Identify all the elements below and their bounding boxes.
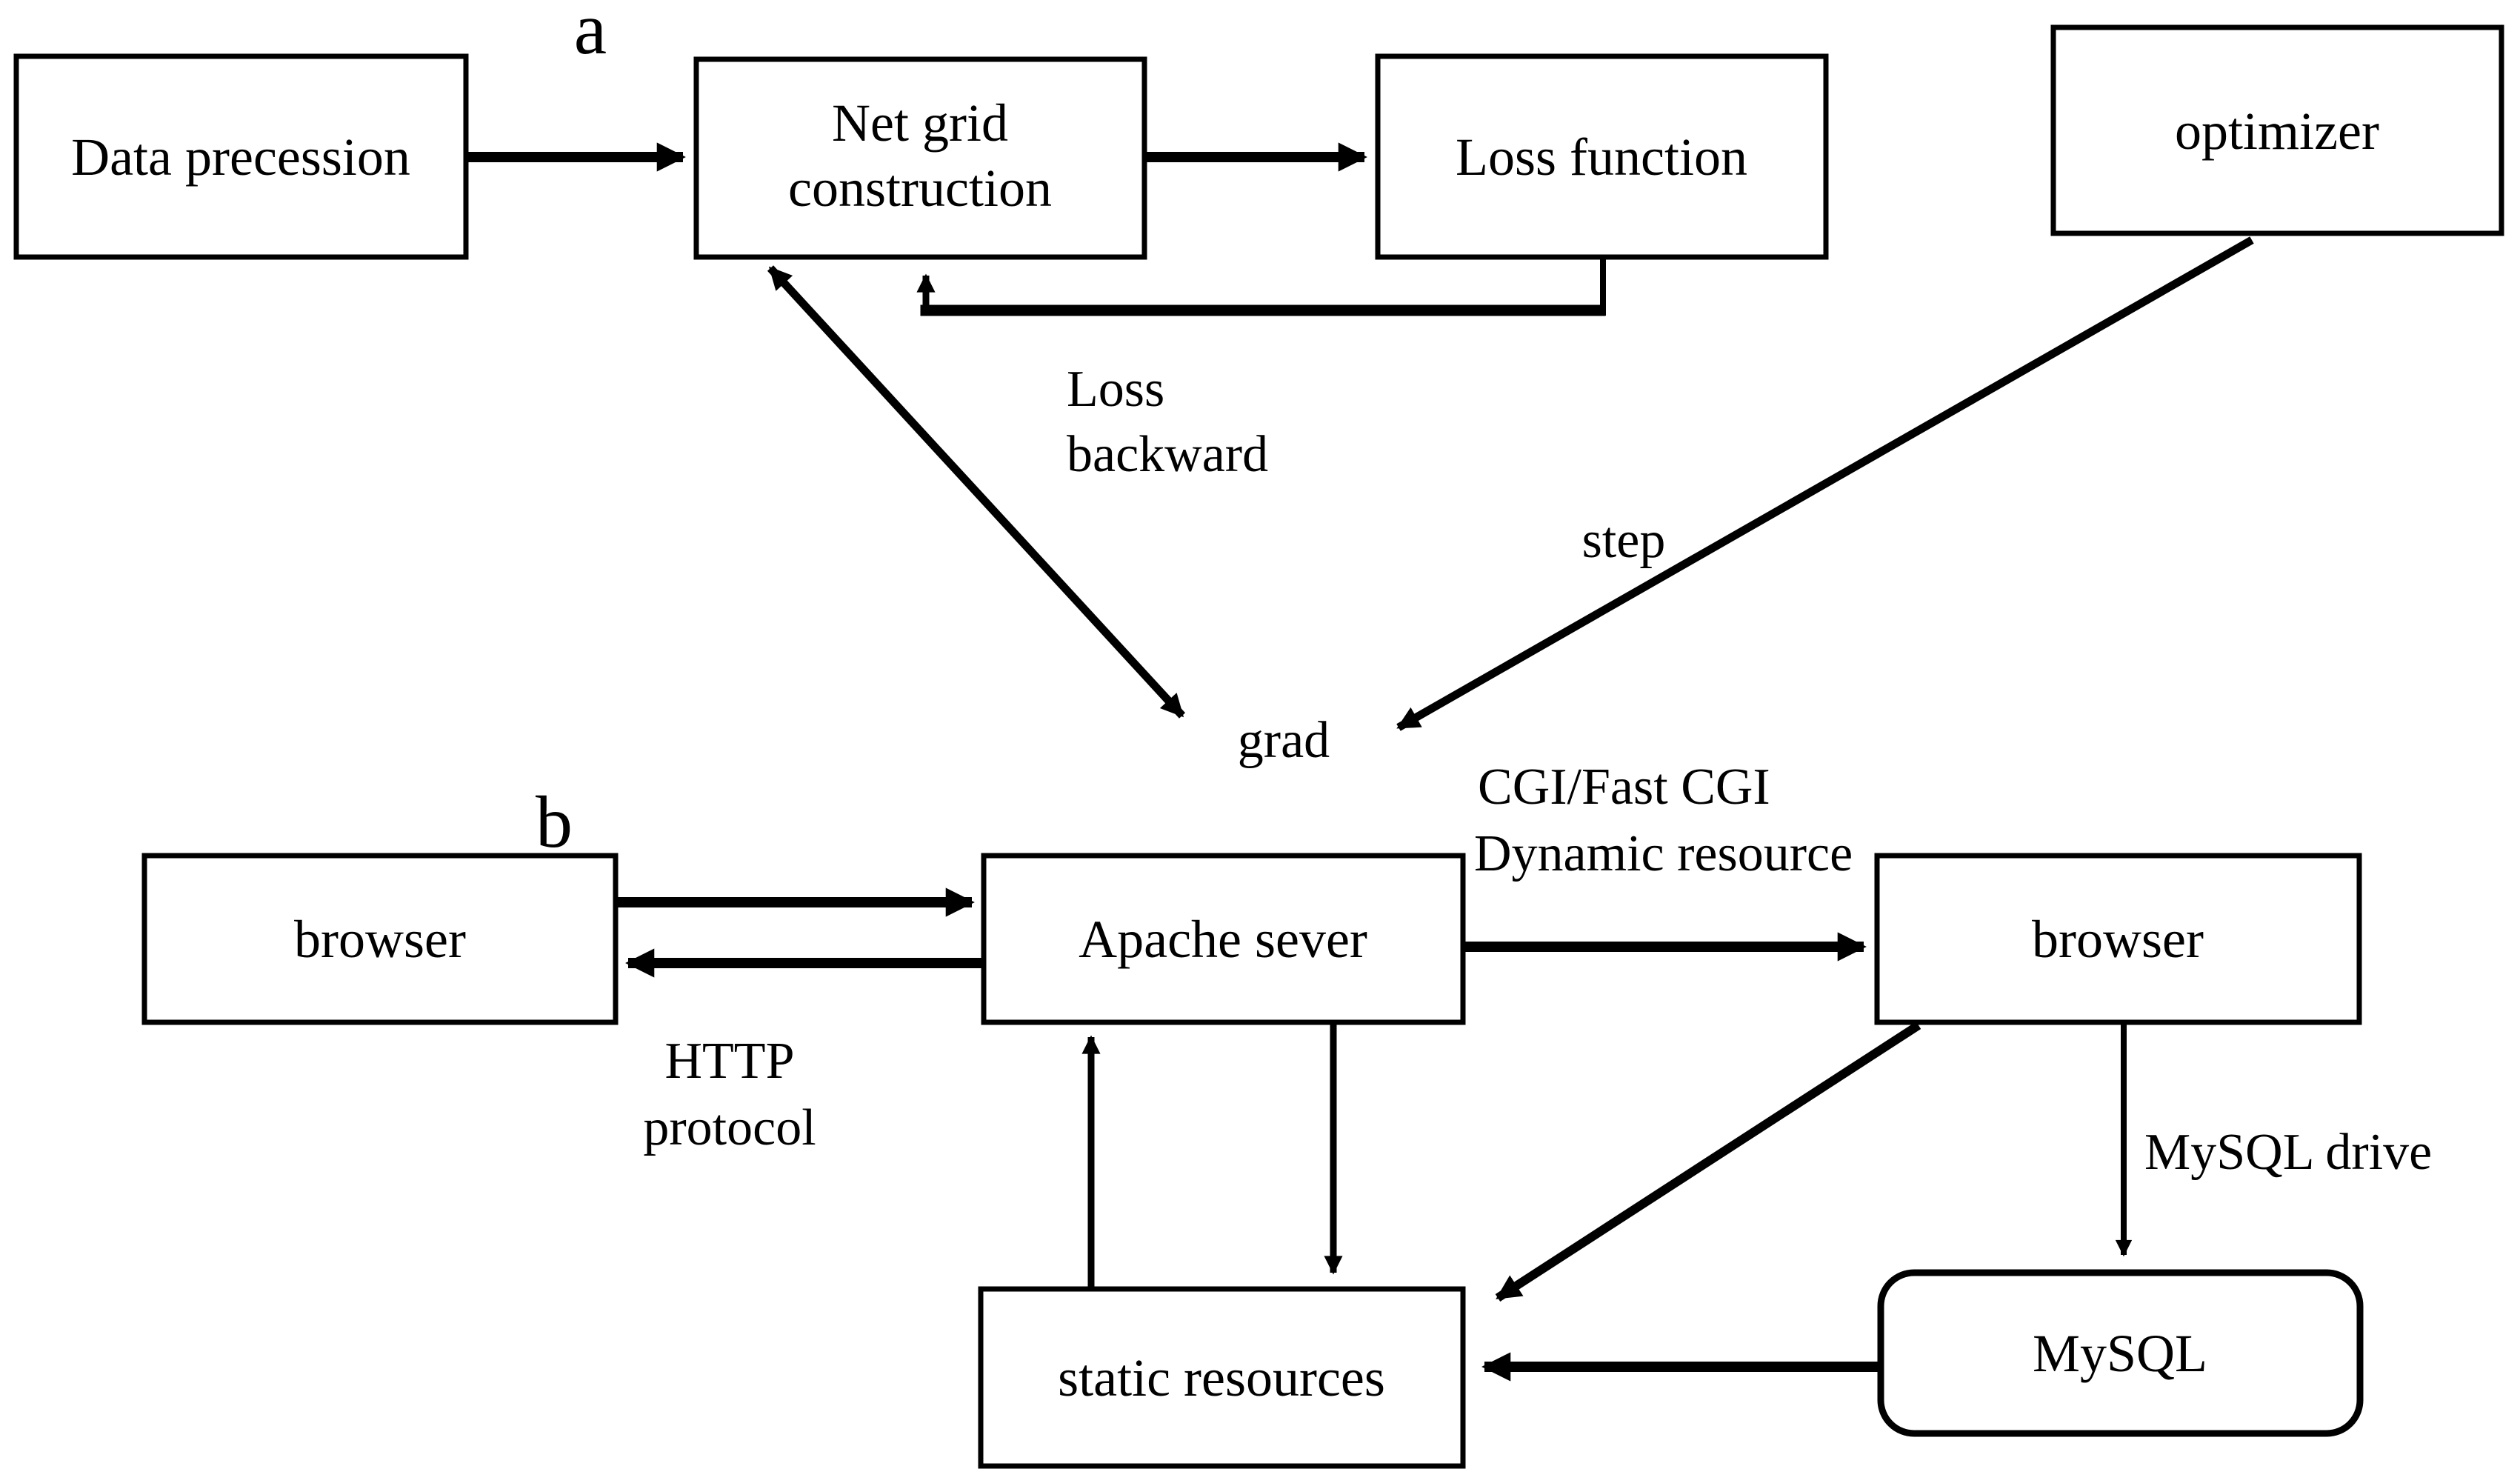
section-b-labels: b browser Apache sever browser static re… [294, 759, 2432, 1408]
optimizer-box [2050, 24, 2504, 236]
mysql-box [1877, 1269, 2364, 1437]
data-precession-label: Data precession [71, 127, 410, 187]
arrow-optimizer-step-to-grad [1396, 236, 2254, 731]
net-grid-label-line1: Net grid [832, 93, 1008, 153]
loss-backward-label-line1: Loss [1067, 361, 1164, 418]
apache-server-label: Apache sever [1079, 910, 1367, 969]
net-grid-construction-box [693, 56, 1147, 260]
data-precession-box [13, 53, 469, 260]
section-a-labels: a Data precession Net grid construction … [71, 0, 2379, 769]
loss-backward-label-line2: backward [1067, 426, 1268, 483]
mysql-drive-label: MySQL drive [2144, 1124, 2432, 1181]
mysql-label: MySQL [2033, 1324, 2207, 1383]
browser-left-label: browser [294, 910, 466, 969]
http-protocol-label-line1: HTTP [665, 1033, 795, 1090]
browser-right-label: browser [2032, 910, 2204, 969]
cgi-label-line1: CGI/Fast CGI [1478, 759, 1770, 816]
grad-label: grad [1238, 712, 1330, 769]
step-label: step [1582, 512, 1666, 569]
optimizer-label: optimizer [2175, 101, 2379, 161]
net-grid-label-line2: construction [788, 159, 1052, 218]
browser-right-box [1874, 853, 2362, 1025]
cgi-label-line2: Dynamic resource [1474, 825, 1853, 882]
static-resources-box [978, 1286, 1466, 1469]
section-a-label: a [574, 0, 607, 70]
browser-left-box [141, 853, 619, 1025]
arrow-net-grid-grad-double [767, 265, 1186, 719]
http-protocol-label-line2: protocol [643, 1099, 816, 1156]
section-b-connectors [616, 887, 2133, 1382]
section-b-nodes [141, 853, 2364, 1469]
loss-function-box [1375, 53, 1829, 260]
section-b-label: b [536, 781, 573, 863]
static-resources-label: static resources [1058, 1348, 1385, 1408]
apache-server-box [981, 853, 1466, 1025]
section-a-connectors [468, 142, 2254, 731]
section-a-nodes [13, 24, 2504, 260]
loss-function-label: Loss function [1456, 127, 1747, 187]
arrow-right-browser-to-static-resources [1495, 1021, 1921, 1302]
